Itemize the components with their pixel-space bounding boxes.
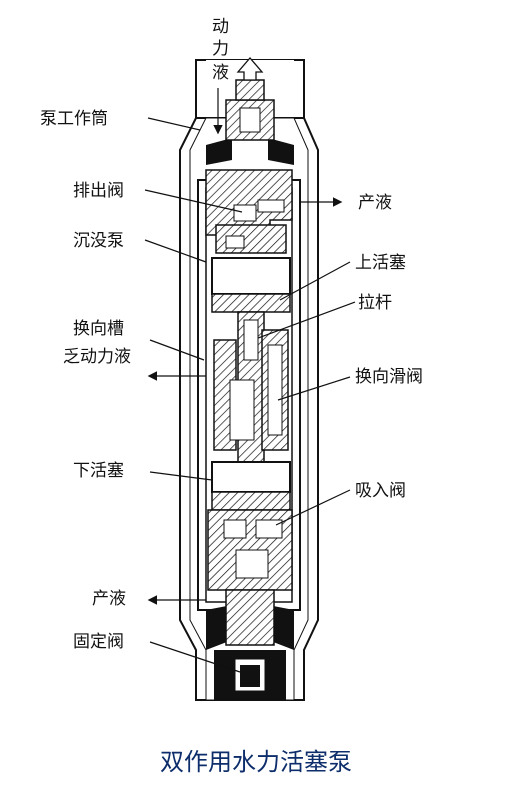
power-fluid-char-2: 力 [212,39,229,59]
pump-barrel-label: 泵工作筒 [40,109,108,129]
standing-valve-block [206,589,294,700]
power-fluid-char-3: 液 [212,63,229,83]
diagram-caption: 双作用水力活塞泵 [160,748,352,776]
lower-piston-assembly [211,461,291,511]
reversing-groove-label: 换向槽 [73,319,124,339]
power-fluid-char-1: 动 [212,17,229,37]
upper-piston-assembly [211,224,291,313]
suction-valve-block [207,509,293,591]
discharge-valve-head [205,169,293,236]
pull-rod-and-slide-valve [213,311,289,463]
suction-valve-label: 吸入阀 [355,481,406,501]
pull-rod-label: 拉杆 [358,293,392,313]
produced-fluid-bottom-label: 产液 [92,589,126,609]
spent-power-fluid-label: 乏动力液 [63,347,131,367]
reversing-slide-valve-label: 换向滑阀 [355,367,423,387]
produced-fluid-top-label: 产液 [358,193,392,213]
top-valve-block [225,57,275,141]
submersible-pump-label: 沉没泵 [73,231,124,251]
discharge-valve-label: 排出阀 [73,181,124,201]
power-fluid-top-label: 动 力 液 [212,17,229,83]
top-seal [206,138,294,165]
standing-valve-label: 固定阀 [73,632,124,652]
upper-piston-label: 上活塞 [355,253,406,273]
leader-lines [144,117,356,673]
lower-piston-label: 下活塞 [73,461,124,481]
